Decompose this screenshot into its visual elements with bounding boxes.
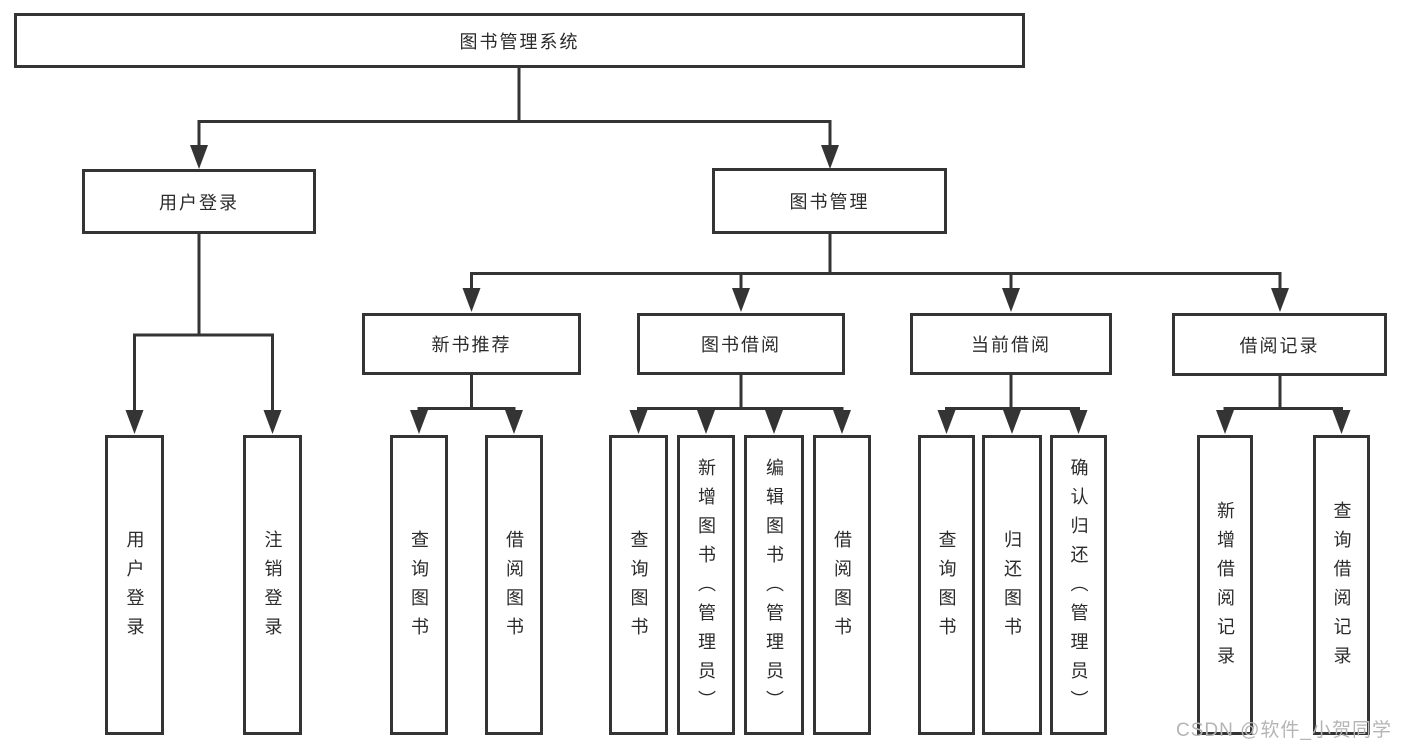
leaf-add-borrow-record: 新增借阅记录 [1197,435,1253,735]
leaf-edit-books-admin: 编辑图书（管理员） [744,435,804,735]
node-library-management-system: 图书管理系统 [14,13,1025,68]
leaf-query-books-2: 查询图书 [609,435,668,735]
leaf-return-books: 归还图书 [982,435,1042,735]
leaf-borrow-books-1: 借阅图书 [485,435,543,735]
leaf-query-borrow-record: 查询借阅记录 [1313,435,1370,735]
leaf-query-books-3: 查询图书 [918,435,975,735]
node-book-management: 图书管理 [712,168,947,234]
node-book-borrowing: 图书借阅 [637,313,845,375]
node-user-login: 用户登录 [82,169,316,234]
node-borrowing-records: 借阅记录 [1172,313,1387,376]
leaf-confirm-return-admin: 确认归还（管理员） [1050,435,1107,735]
leaf-user-login: 用户登录 [105,435,164,735]
node-current-borrowing: 当前借阅 [910,313,1112,375]
leaf-query-books-1: 查询图书 [390,435,448,735]
csdn-watermark: CSDN @软件_小贺同学 [1176,720,1392,741]
arrowheads [125,145,1351,434]
leaf-borrow-books-2: 借阅图书 [813,435,871,735]
leaf-logout: 注销登录 [243,435,302,735]
leaf-add-books-admin: 新增图书（管理员） [677,435,735,735]
node-new-book-recommendation: 新书推荐 [362,313,581,375]
